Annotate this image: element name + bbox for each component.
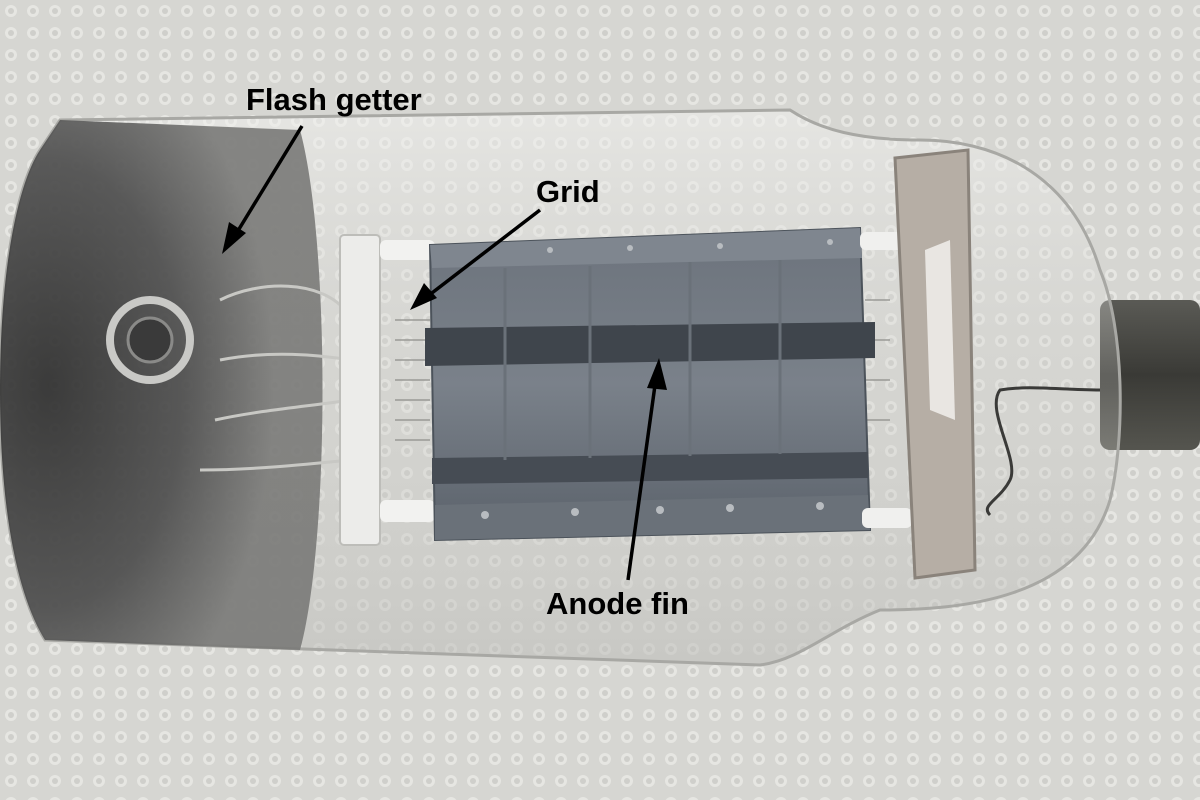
stem-wires: [199, 284, 351, 472]
grid-wires: [395, 299, 890, 441]
arrow-flash-getter: [234, 125, 304, 235]
left-support: [339, 234, 381, 546]
anode-fin: [425, 322, 875, 366]
getter-ring: [106, 296, 194, 384]
arrow-grid: [426, 208, 542, 298]
label-flash-getter: Flash getter: [246, 82, 422, 117]
annotation-arrows: [222, 125, 667, 581]
top-lead-wire: [986, 386, 1101, 517]
tube-base: [1100, 300, 1200, 450]
arrow-anode-fin: [626, 377, 658, 581]
label-grid: Grid: [536, 174, 600, 209]
getter-mirror-deposit: [0, 120, 323, 650]
label-anode-fin: Anode fin: [546, 586, 689, 621]
